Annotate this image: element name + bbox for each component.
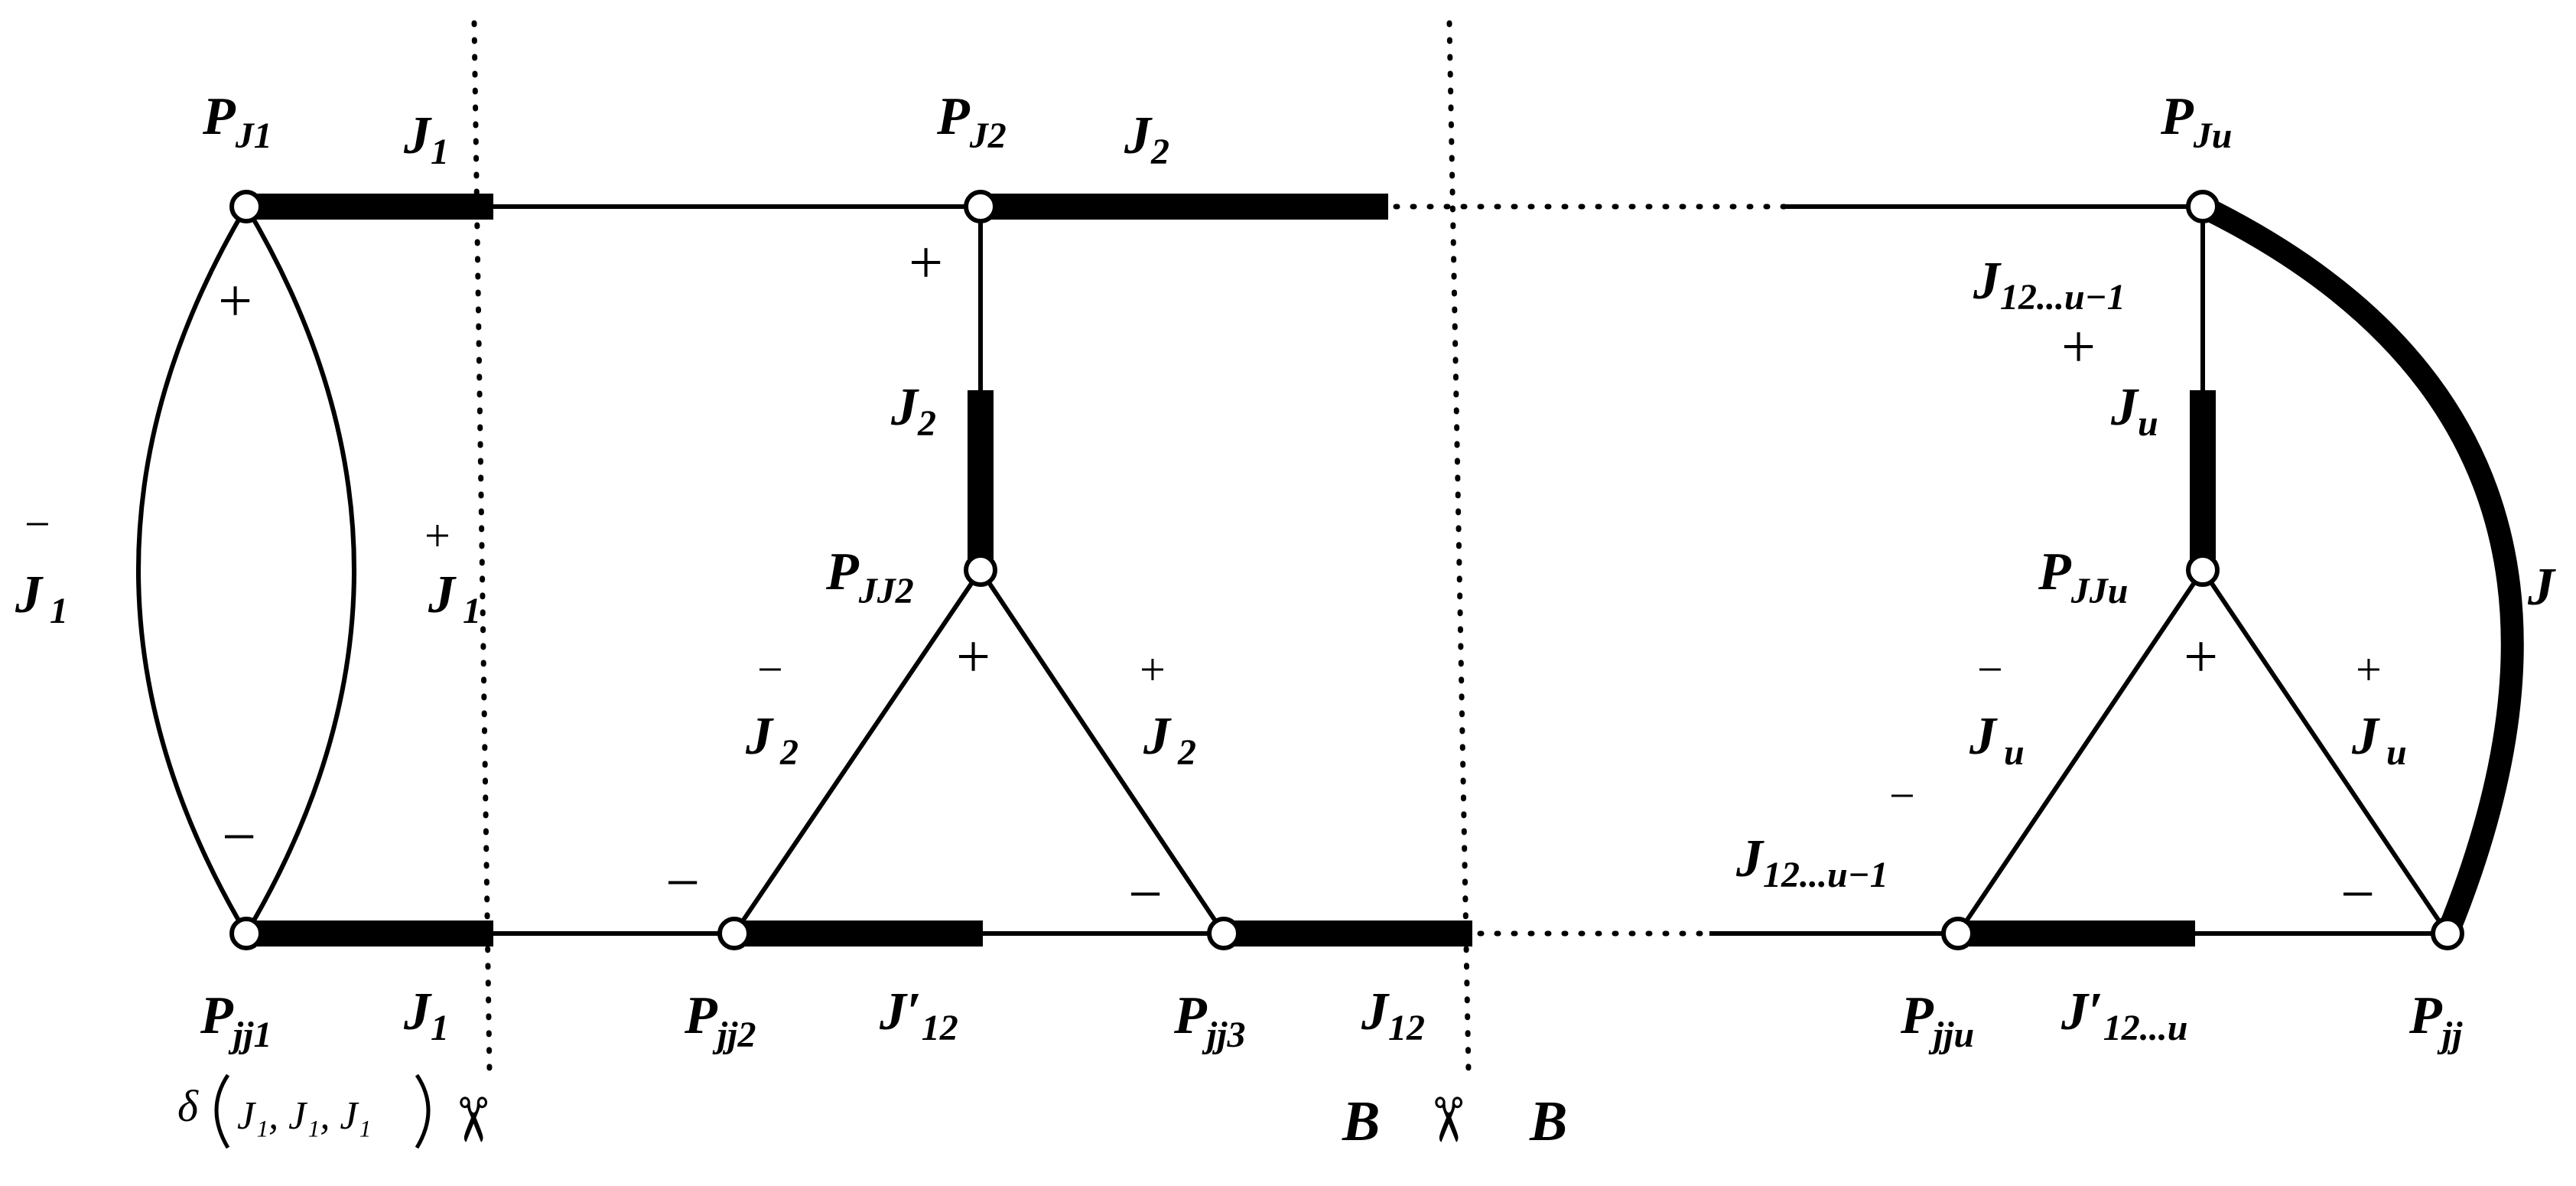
node-pjj2-top xyxy=(964,553,997,587)
node-pjj1 xyxy=(229,917,263,950)
footer-paren-right xyxy=(415,1074,431,1149)
label-j1-top: J1 xyxy=(403,106,449,172)
sign-minus-pjj3: − xyxy=(1128,861,1163,928)
label-j12u1-top: J12...u−1 xyxy=(1973,252,2126,318)
node-pju xyxy=(2186,190,2220,223)
sign-plus-pjj2top: + xyxy=(956,624,990,691)
label-j2-vert: J2 xyxy=(890,378,936,444)
edge-j-big-arc xyxy=(2197,196,2524,938)
label-pjj2: Pjj2 xyxy=(684,986,756,1055)
label-j12u1-bottom: J12...u−1 xyxy=(1735,829,1888,895)
edge-ju-minus-leg xyxy=(1956,569,2205,935)
node-pj1 xyxy=(229,190,263,223)
accent-j2-plus: + xyxy=(1140,644,1166,695)
cut-line-right xyxy=(1446,20,1472,1074)
node-pjj xyxy=(2431,917,2464,950)
scissors-icon-right: ✂ xyxy=(1413,1094,1480,1145)
footer-b-left: B xyxy=(1342,1090,1380,1153)
node-pj2 xyxy=(964,190,997,223)
sign-minus-pjj: − xyxy=(2340,861,2375,928)
edge-j1-plus-arc xyxy=(244,205,356,935)
sign-minus-pjj1: − xyxy=(222,803,256,871)
label-j12p: J′12 xyxy=(879,982,958,1048)
accent-ju-minus: − xyxy=(1977,644,2003,695)
sign-plus-pju: + xyxy=(2061,314,2096,381)
footer-paren-left xyxy=(214,1074,230,1149)
footer-b-right: B xyxy=(1529,1090,1567,1153)
footer-delta-args: J₁, J₁, J₁ xyxy=(237,1094,371,1138)
sign-plus-pj2: + xyxy=(909,230,943,297)
edge-j2-plus-leg xyxy=(978,569,1226,935)
cut-line-left xyxy=(471,20,493,1074)
label-j1-bottom: J1 xyxy=(403,982,449,1048)
edge-j2-minus-leg xyxy=(732,569,983,935)
accent-j1-minus: − xyxy=(24,499,50,549)
sign-plus-pjju: + xyxy=(2184,624,2218,691)
accent-j12u1-bottom: − xyxy=(1889,771,1915,821)
label-j2-top: J2 xyxy=(1124,106,1169,172)
edge-ju-plus-leg xyxy=(2200,569,2450,935)
node-pjju xyxy=(2186,553,2220,587)
node-pjj3 xyxy=(1207,917,1241,950)
label-ju-vert: Ju xyxy=(2110,378,2158,444)
accent-ju-plus: + xyxy=(2356,644,2382,695)
label-j12: J12 xyxy=(1361,982,1425,1048)
node-pjj2 xyxy=(717,917,751,950)
label-pjju-bottom: Pjju xyxy=(1900,986,1974,1055)
label-j-big: J xyxy=(2527,558,2556,617)
label-pj2: PJ2 xyxy=(936,87,1007,156)
label-pjj2-top: PJJ2 xyxy=(825,542,914,611)
label-pjju: PJJu xyxy=(2038,542,2128,611)
label-pj1: PJ1 xyxy=(202,87,272,156)
footer-delta: δ xyxy=(177,1081,199,1131)
scissors-icon-left: ✂ xyxy=(437,1094,505,1145)
accent-j1-plus: + xyxy=(424,510,450,561)
label-j12up: J′12...u xyxy=(2060,982,2187,1048)
sign-plus-pj1: + xyxy=(218,268,252,335)
label-pjj: Pjj xyxy=(2408,986,2463,1055)
label-pjj1: Pjj1 xyxy=(200,986,272,1055)
label-pju: PJu xyxy=(2160,87,2232,156)
label-pjj3: Pjj3 xyxy=(1173,986,1245,1055)
sign-minus-pjj2: − xyxy=(665,849,700,917)
accent-j2-minus: − xyxy=(757,644,783,695)
node-pjju-bottom xyxy=(1941,917,1975,950)
edge-j1-minus-arc xyxy=(136,205,249,935)
